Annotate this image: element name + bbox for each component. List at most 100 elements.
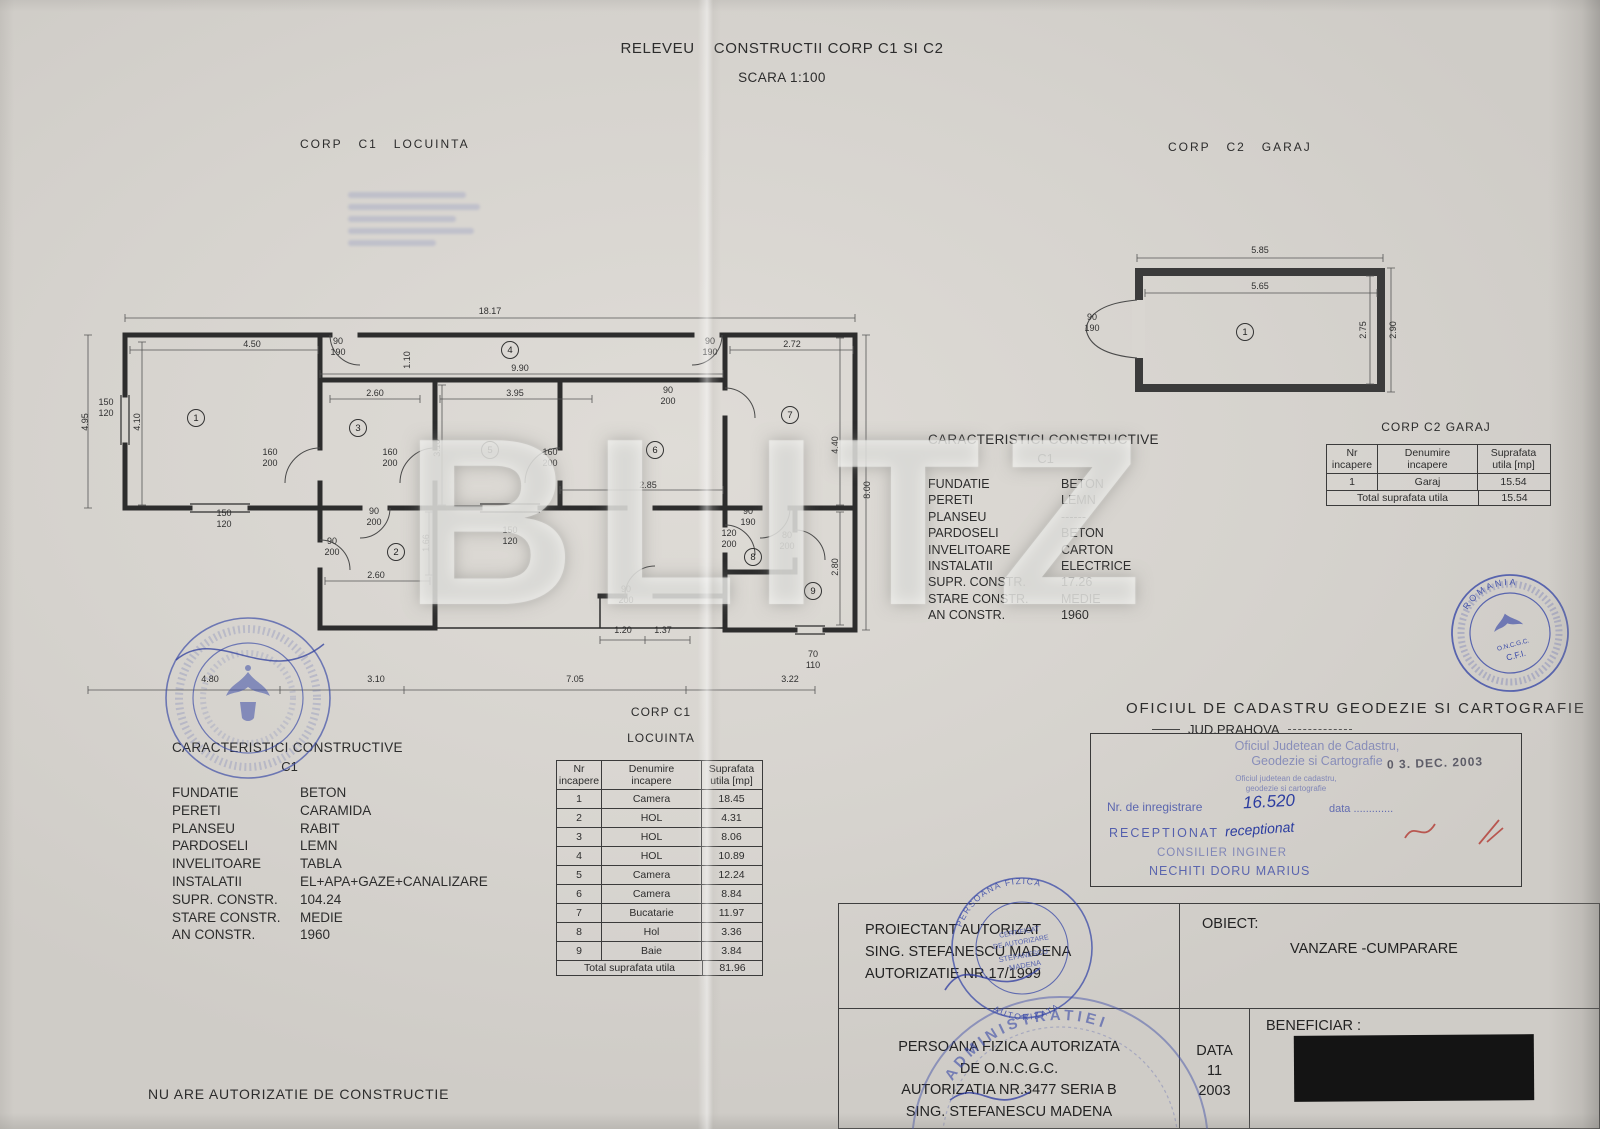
reception-org-line1: Oficiul Judetean de Cadastru, (1234, 739, 1400, 753)
table-cell: Nr incapere (558, 763, 600, 787)
spec-heading: CARACTERISTICI CONSTRUCTIVE (928, 432, 1159, 447)
date-stamp: 0 3. DEC. 2003 (1386, 754, 1484, 772)
reception-org-small2: geodezie si cartografie (1245, 784, 1327, 793)
spec-value: MEDIE (1061, 591, 1101, 606)
room-number-circle (387, 543, 405, 561)
dimension-label: 90 (663, 385, 673, 395)
spec-value: BETON (1061, 526, 1104, 541)
spec-value: RABIT (300, 820, 340, 836)
spec-heading: CARACTERISTICI CONSTRUCTIVE (172, 740, 403, 755)
spec-row: STARE CONSTR.MEDIE (928, 591, 1198, 607)
stamp-romania-text: ROMANIA (1456, 573, 1523, 613)
table-cell: 81.96 (702, 961, 762, 975)
table-cell: Suprafata utila [mp] (1477, 445, 1549, 473)
dimension-label: 1.10 (402, 351, 412, 369)
dimension-label: 2.60 (367, 570, 385, 580)
reception-stamp-box: Oficiul Judetean de Cadastru, Geodezie s… (1090, 733, 1522, 887)
porch-outline (435, 596, 725, 629)
date-block: DATA 11 2003 (1179, 1009, 1249, 1128)
room-number-circle (187, 409, 205, 427)
table-cell: HOL (601, 828, 701, 846)
dimension-label: 190 (1084, 323, 1099, 333)
dimension-label: 4.40 (830, 436, 840, 454)
cadastru-office-title: OFICIUL DE CADASTRU GEODEZIE SI CARTOGRA… (1126, 700, 1586, 717)
dimension-label: 200 (366, 517, 381, 527)
dimension-label: 90 (1087, 312, 1097, 322)
table-cell: 4 (576, 850, 582, 862)
spec-row: STARE CONSTR.MEDIE (172, 909, 512, 927)
dimension-label: 200 (660, 396, 675, 406)
stamp-oncgc-text: O.N.C.G.C. (1496, 637, 1530, 652)
spec-label: SUPR. CONSTR. (928, 575, 1026, 590)
spec-row: PLANSEU------ (928, 509, 1198, 525)
text-line: AUTORIZATIE NR.17/1999 (865, 966, 1041, 982)
date-year: 2003 (1198, 1083, 1231, 1099)
spec-row: SUPR. CONSTR.104.24 (172, 891, 512, 909)
spec-row: AN CONSTR.1960 (928, 607, 1198, 623)
table-cell: Garaj (1377, 474, 1477, 490)
reception-org-line2: Geodezie si Cartografie (1251, 754, 1383, 768)
table-cell: Camera (601, 866, 701, 884)
rooms-table-caption-line2: LOCUINTA (627, 731, 695, 745)
text-line: DE O.N.C.G.C. (959, 1060, 1059, 1077)
beneficiary-block: BENEFICIAR : (1249, 1009, 1599, 1128)
text-line: AUTORIZATIA NR.3477 SERIA B (901, 1082, 1117, 1098)
spec-value: 104.24 (300, 891, 342, 907)
document-scale: SCARA 1:100 (738, 70, 826, 85)
spec-subheading: C1 (1037, 451, 1054, 466)
engineer-role: CONSILIER INGINER (1157, 847, 1288, 859)
spec-label: PLANSEU (172, 820, 236, 836)
dimension-label: 160 (262, 447, 277, 457)
spec-row: PLANSEU RABIT (172, 820, 512, 838)
spec-label: INSTALATII (172, 873, 243, 889)
room-number: 1 (193, 413, 198, 424)
dimension-label: 120 (216, 519, 231, 529)
dimension-label: 120 (721, 528, 736, 538)
dimension-label: 2.90 (1388, 321, 1398, 339)
registration-label: Nr. de inregistrare (1107, 800, 1203, 814)
room-number: 1 (1242, 327, 1247, 338)
document-title: RELEVEU CONSTRUCTII CORP C1 SI C2 (620, 40, 944, 57)
plan-c2-label: CORP C2 GARAJ (1168, 140, 1312, 154)
garage-table-caption: CORP C2 GARAJ (1381, 420, 1491, 434)
table-cell: Denumire incapere (1377, 445, 1477, 473)
room-number-circle (744, 548, 762, 566)
dimension-label: 2.60 (366, 388, 384, 398)
dimension-label: 150 (216, 508, 231, 518)
dimension-label: 1.20 (614, 625, 632, 635)
reception-org-small1: Oficiul judetean de cadastru, (1235, 774, 1337, 783)
text-line: SING. STEFANESCU MADENA (865, 944, 1072, 960)
spec-value: TABLA (300, 856, 342, 872)
dimension-label: 110 (806, 660, 820, 670)
spec-row: SUPR. CONSTR.17.26 (928, 574, 1198, 590)
table-cell: 5 (576, 869, 582, 881)
table-cell: HOL (601, 847, 701, 865)
table-cell: 11.97 (701, 904, 761, 922)
dimension-label: 160 (382, 447, 397, 457)
table-cell: 1 (1349, 476, 1355, 488)
dimension-label: 70 (808, 649, 818, 659)
dimension-label: 9.90 (511, 363, 529, 373)
table-cell: 7 (576, 907, 582, 919)
table-cell: 1 (576, 793, 582, 805)
dimension-label: 3.10 (367, 674, 385, 684)
registration-date-dots: data ............. (1329, 803, 1394, 815)
dimension-label: 200 (324, 547, 339, 557)
table-cell: HOL (601, 809, 701, 827)
room-number: 3 (355, 423, 360, 434)
